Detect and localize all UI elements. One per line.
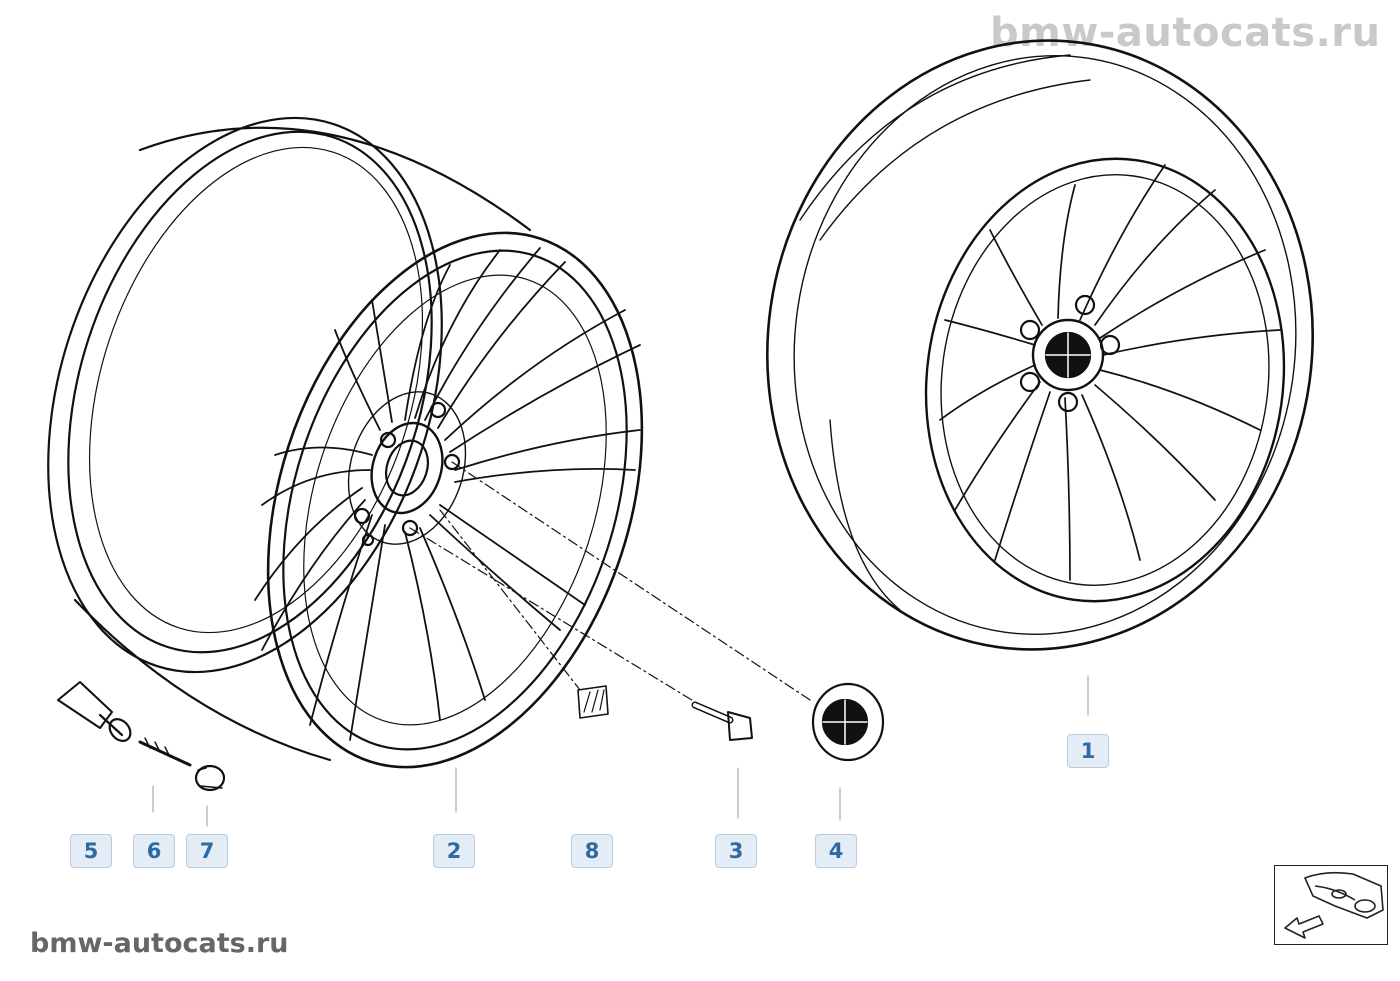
- watermark-top: bmw-autocats.ru: [990, 10, 1381, 56]
- rim-drawing: [47, 116, 644, 769]
- callout-6[interactable]: 6: [133, 834, 175, 868]
- watermark-bottom: bmw-autocats.ru: [30, 928, 289, 959]
- hub-cap-drawing: [811, 682, 885, 762]
- callout-1[interactable]: 1: [1067, 734, 1109, 768]
- callout-4[interactable]: 4: [815, 834, 857, 868]
- callout-8[interactable]: 8: [571, 834, 613, 868]
- nav-back-thumbnail[interactable]: [1274, 865, 1388, 945]
- callout-7[interactable]: 7: [186, 834, 228, 868]
- callout-2[interactable]: 2: [433, 834, 475, 868]
- callout-3[interactable]: 3: [715, 834, 757, 868]
- wheel-bolt-drawing: [691, 701, 753, 741]
- callout-5[interactable]: 5: [70, 834, 112, 868]
- valve-drawing: [57, 681, 132, 742]
- valve-cap-drawing: [194, 764, 226, 792]
- balance-weight-drawing: [577, 685, 609, 719]
- car-front-arrow-icon: [1284, 871, 1384, 939]
- valve-insert-drawing: [138, 737, 192, 767]
- complete-wheel-drawing: [766, 39, 1314, 651]
